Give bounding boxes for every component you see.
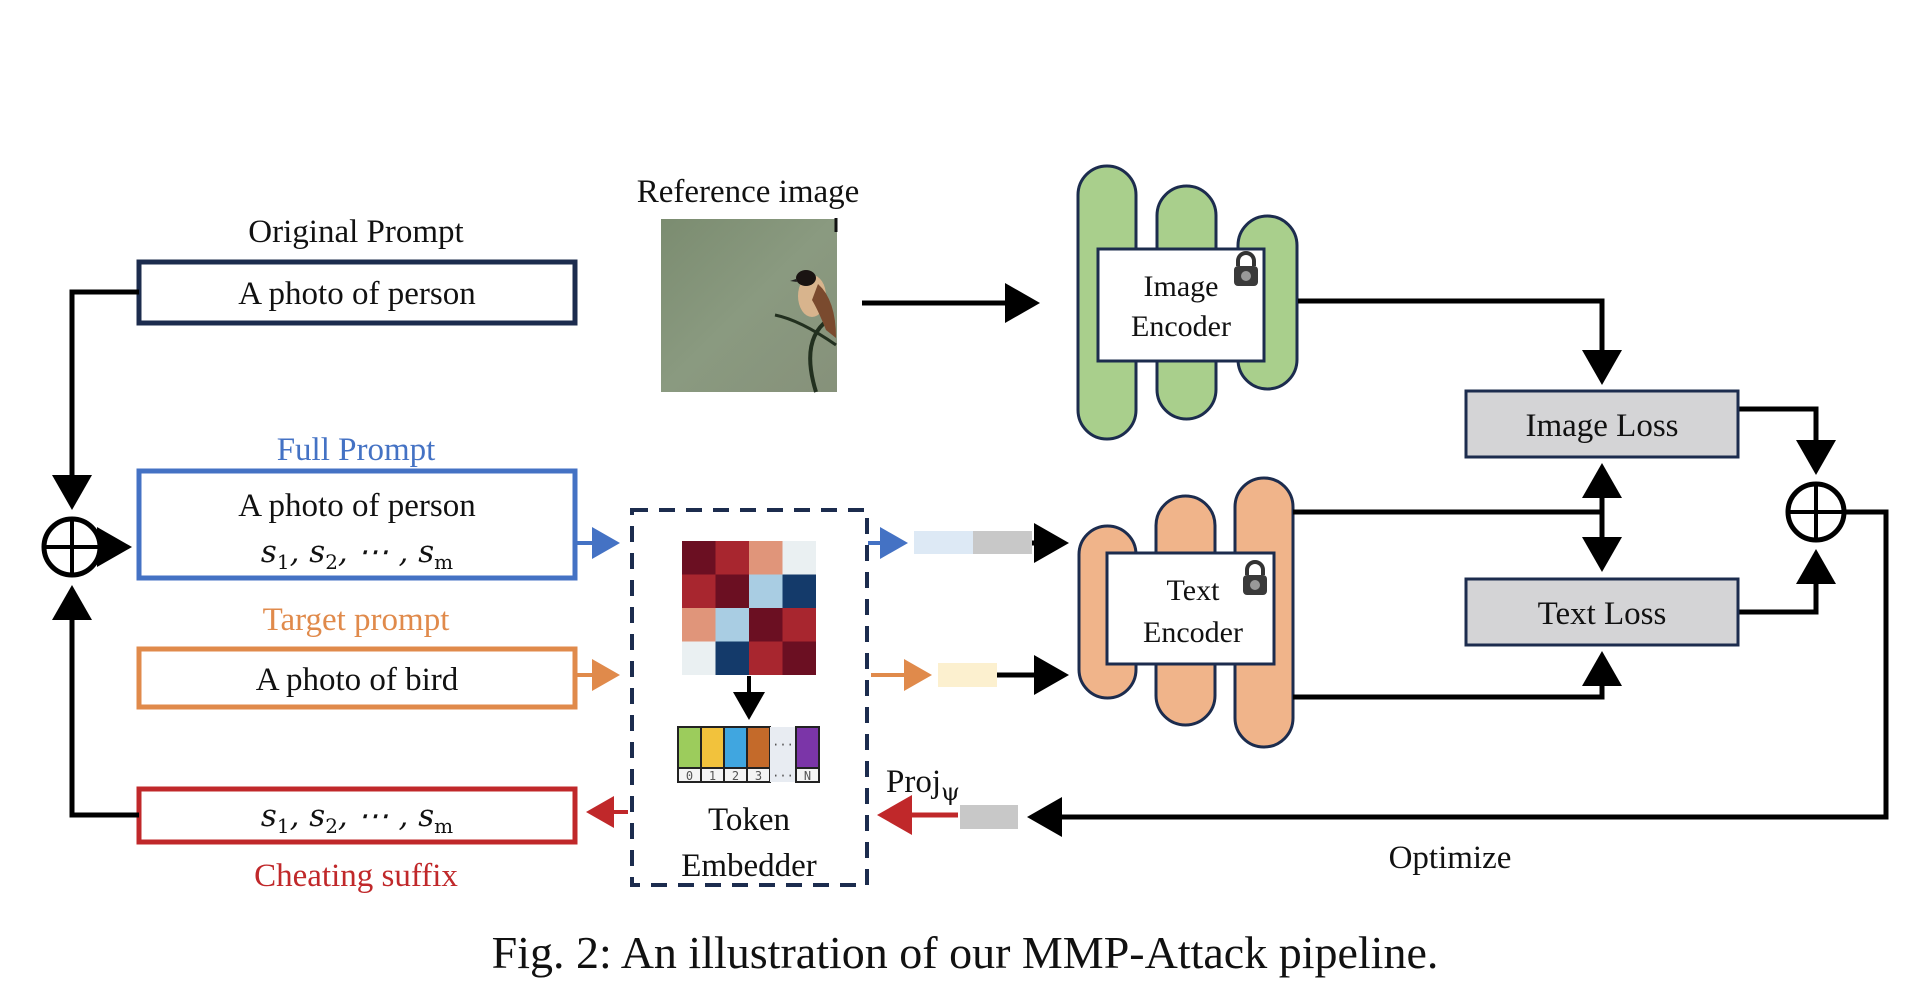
target-prompt-title: Target prompt bbox=[263, 602, 450, 638]
heatmap-cell bbox=[682, 641, 716, 675]
heatmap-cell bbox=[682, 574, 716, 608]
token-index-label: 2 bbox=[732, 769, 739, 783]
full-prompt-suffix: s1, s2, ⋯ , sm bbox=[261, 534, 453, 574]
image-encoder-to-image-loss-arrow bbox=[1298, 298, 1622, 385]
figure-caption: Fig. 2: An illustration of our MMP-Attac… bbox=[492, 927, 1439, 978]
loss-connectors bbox=[1027, 298, 1889, 837]
heatmap-cell bbox=[749, 541, 783, 575]
token-index-label: 1 bbox=[709, 769, 716, 783]
text-loss-to-sum-arrow bbox=[1739, 549, 1836, 615]
right-sum-operator-icon bbox=[1785, 481, 1847, 543]
token-ellipsis: ··· ··· bbox=[770, 727, 796, 783]
token-strip: 0 1 2 3 ··· ··· N bbox=[677, 726, 820, 783]
target-prompt-box bbox=[136, 646, 578, 710]
lock-icon bbox=[1243, 560, 1267, 595]
svg-text:···: ··· bbox=[772, 738, 794, 752]
image-encoder-label-line1: Image bbox=[1144, 270, 1219, 303]
text-loss-label: Text Loss bbox=[1538, 596, 1667, 632]
target-feature-to-text-loss-arrow bbox=[1293, 651, 1622, 700]
image-loss-to-sum-arrow bbox=[1739, 406, 1836, 475]
optimize-label: Optimize bbox=[1389, 840, 1512, 876]
cheating-suffix-box bbox=[136, 786, 578, 845]
original-to-sum-arrow bbox=[52, 289, 139, 510]
full-prompt-title: Full Prompt bbox=[277, 432, 436, 468]
full-prompt-box bbox=[136, 468, 578, 581]
text-loss-box: Text Loss bbox=[1464, 577, 1740, 647]
cheating-suffix-text: s1, s2, ⋯ , sm bbox=[261, 798, 453, 838]
token-cell: 1 bbox=[700, 726, 725, 783]
heatmap-cell bbox=[749, 641, 783, 675]
target-embedding bbox=[938, 663, 997, 687]
text-encoder: Text Encoder bbox=[1077, 476, 1295, 749]
embedding-heatmap bbox=[682, 541, 816, 675]
full-embedding-part bbox=[914, 531, 973, 554]
heatmap-cell bbox=[782, 574, 816, 608]
full-prompt-text: A photo of person bbox=[238, 488, 475, 524]
token-cell: 3 bbox=[746, 726, 771, 783]
reference-image-group: Reference image bbox=[637, 174, 860, 393]
image-encoder-label-line2: Encoder bbox=[1131, 310, 1231, 343]
heatmap-cell bbox=[715, 541, 749, 575]
suffix-embedding-part bbox=[973, 531, 1032, 554]
heatmap-cell bbox=[715, 608, 749, 642]
token-index-label: ··· bbox=[772, 769, 794, 783]
token-cell: N bbox=[795, 726, 820, 783]
original-prompt-text: A photo of person bbox=[238, 276, 475, 312]
heatmap-cell bbox=[782, 641, 816, 675]
original-prompt-group: Original Prompt A photo of person bbox=[136, 214, 578, 326]
heatmap-cell bbox=[782, 608, 816, 642]
bird-photo bbox=[661, 218, 838, 393]
heatmap-cell bbox=[782, 541, 816, 575]
heatmap-cell bbox=[715, 641, 749, 675]
heatmap-cell bbox=[715, 574, 749, 608]
token-embedder-label-line1: Token bbox=[708, 802, 790, 838]
image-loss-label: Image Loss bbox=[1525, 408, 1678, 444]
token-index-label: 0 bbox=[686, 769, 693, 783]
projection-label: Projψ bbox=[886, 764, 960, 806]
left-sum-operator-icon bbox=[41, 516, 103, 578]
optimize-feedback-arrow bbox=[1027, 509, 1889, 837]
token-embedder-dashed-box bbox=[630, 508, 869, 887]
text-encoder-label-line1: Text bbox=[1167, 574, 1221, 607]
cheating-suffix-title: Cheating suffix bbox=[254, 858, 458, 894]
image-loss-box: Image Loss bbox=[1464, 389, 1740, 459]
heatmap-cell bbox=[682, 608, 716, 642]
suffix-to-sum-arrow bbox=[52, 585, 139, 818]
text-encoder-label-line2: Encoder bbox=[1143, 616, 1243, 649]
reference-image-title: Reference image bbox=[637, 174, 860, 210]
cheating-suffix-group: s1, s2, ⋯ , sm Cheating suffix bbox=[136, 786, 578, 894]
token-index-label: 3 bbox=[755, 769, 762, 783]
heatmap-cell bbox=[749, 608, 783, 642]
target-prompt-text: A photo of bird bbox=[256, 662, 459, 698]
token-cell: 0 bbox=[677, 726, 702, 783]
original-prompt-title: Original Prompt bbox=[248, 214, 463, 250]
projection-vector bbox=[960, 805, 1018, 829]
token-index-label: N bbox=[804, 769, 811, 783]
full-prompt-group: Full Prompt A photo of person s1, s2, ⋯ … bbox=[136, 432, 578, 581]
target-prompt-group: Target prompt A photo of bird bbox=[136, 602, 578, 710]
token-embedder-group: 0 1 2 3 ··· ··· N Token Embedder bbox=[630, 508, 869, 887]
image-encoder: Image Encoder bbox=[1076, 164, 1299, 441]
token-cell: 2 bbox=[723, 726, 748, 783]
left-connectors bbox=[52, 289, 139, 818]
heatmap-cell bbox=[749, 574, 783, 608]
heatmap-cell bbox=[682, 541, 716, 575]
lock-icon bbox=[1234, 251, 1258, 286]
token-embedder-label-line2: Embedder bbox=[681, 848, 817, 884]
